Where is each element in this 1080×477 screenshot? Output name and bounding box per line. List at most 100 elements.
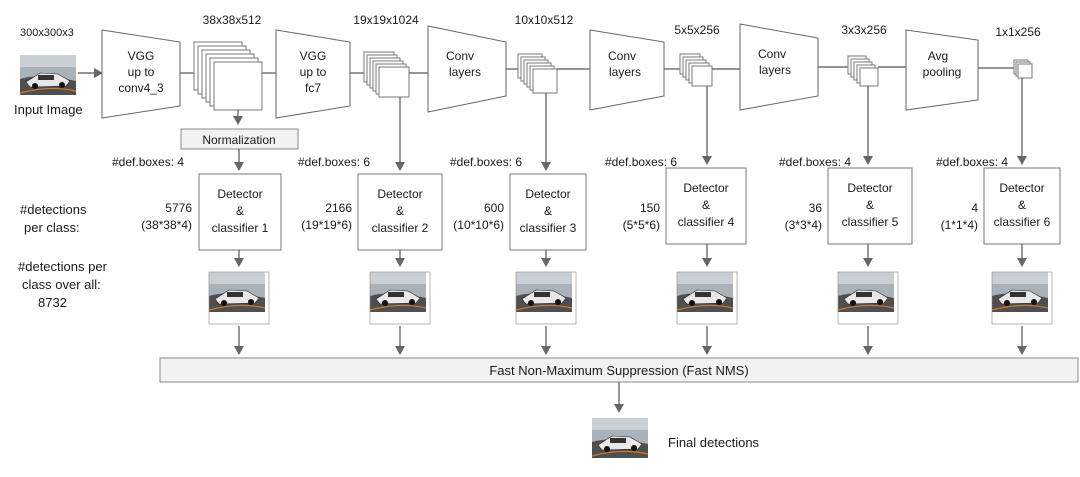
detector-1-line-1: Detector xyxy=(217,187,262,201)
detector-3-line-3: classifier 3 xyxy=(520,221,577,235)
detection-image-frame-4 xyxy=(676,271,738,325)
avg-pooling-block xyxy=(905,29,979,111)
detector-4-line-3: classifier 4 xyxy=(678,215,735,229)
detection-image-frame-6 xyxy=(991,271,1053,325)
feature-map-5 xyxy=(847,55,879,87)
vgg1-line-3: conv4_3 xyxy=(118,81,164,95)
conv3-line-2: layers xyxy=(759,63,791,77)
detection-image-1 xyxy=(208,271,266,313)
conv1-line-2: layers xyxy=(449,65,481,79)
vgg-fc7-block xyxy=(275,29,351,119)
feature-map-3 xyxy=(517,53,558,94)
detections-per-class-label-2: per class: xyxy=(24,220,80,235)
conv1-line-1: Conv xyxy=(446,49,474,63)
detections-count-3: 600 xyxy=(484,201,504,215)
vgg2-line-3: fc7 xyxy=(305,81,321,95)
vgg2-line-2: up to xyxy=(300,65,327,79)
detection-image-3 xyxy=(515,271,573,313)
detection-image-frame-3 xyxy=(515,271,577,325)
conv3-line-1: Conv xyxy=(758,47,786,61)
detection-image-5 xyxy=(837,271,895,313)
detector-3-line-1: Detector xyxy=(525,187,570,201)
detections-formula-6: (1*1*4) xyxy=(941,218,978,232)
feature-size-2: 19x19x1024 xyxy=(353,13,419,27)
feature-size-1: 38x38x512 xyxy=(203,13,262,27)
def-boxes-label-6: #def.boxes: 4 xyxy=(936,155,1008,169)
detector-box-3 xyxy=(509,173,587,251)
detector-3-line-2: & xyxy=(544,204,552,218)
input-image-label: Input Image xyxy=(14,102,83,117)
feature-size-3: 10x10x512 xyxy=(515,13,574,27)
detection-image-6 xyxy=(991,271,1049,313)
detector-2-line-1: Detector xyxy=(377,187,422,201)
detections-formula-5: (3*3*4) xyxy=(785,218,822,232)
detection-image-frame-2 xyxy=(369,271,431,325)
final-detection-image xyxy=(591,417,649,459)
conv2-line-1: Conv xyxy=(608,49,636,63)
def-boxes-label-3: #def.boxes: 6 xyxy=(450,155,522,169)
detector-4-line-2: & xyxy=(702,198,710,212)
detector-5-line-3: classifier 5 xyxy=(842,215,899,229)
detections-count-4: 150 xyxy=(640,201,660,215)
vgg1-line-1: VGG xyxy=(128,49,155,63)
conv-layers-3-block xyxy=(739,23,819,111)
detections-per-class-label-1: #detections xyxy=(20,202,87,217)
detection-image-4 xyxy=(676,271,734,313)
detections-count-1: 5776 xyxy=(165,201,192,215)
def-boxes-label-5: #def.boxes: 4 xyxy=(779,155,851,169)
detector-6-line-3: classifier 6 xyxy=(994,215,1051,229)
feature-map-2 xyxy=(363,51,410,98)
conv-layers-2-block xyxy=(589,29,665,111)
detections-formula-4: (5*5*6) xyxy=(623,218,660,232)
detections-overall-label-1: #detections per xyxy=(18,259,108,274)
input-image xyxy=(19,54,77,96)
final-detections-label: Final detections xyxy=(668,435,760,450)
fast-nms-bar xyxy=(159,357,1079,383)
detection-image-frame-1 xyxy=(208,271,270,325)
detector-4-line-1: Detector xyxy=(683,181,728,195)
detector-box-5 xyxy=(827,167,913,245)
detector-box-4 xyxy=(665,167,747,245)
def-boxes-label-4: #def.boxes: 6 xyxy=(605,155,677,169)
feature-size-6: 1x1x256 xyxy=(995,25,1041,39)
detector-2-line-2: & xyxy=(396,204,404,218)
detections-overall-total: 8732 xyxy=(38,295,67,310)
detector-6-line-2: & xyxy=(1018,198,1026,212)
detections-count-5: 36 xyxy=(809,201,823,215)
feature-map-4 xyxy=(679,53,713,87)
fast-nms-label: Fast Non-Maximum Suppression (Fast NMS) xyxy=(489,363,748,378)
vgg1-line-2: up to xyxy=(128,65,155,79)
conv2-line-2: layers xyxy=(609,65,641,79)
detector-5-line-2: & xyxy=(866,198,874,212)
detector-6-line-1: Detector xyxy=(999,181,1044,195)
detector-1-line-2: & xyxy=(236,204,244,218)
feature-size-5: 3x3x256 xyxy=(841,23,887,37)
detection-image-2 xyxy=(369,271,427,313)
feature-map-6 xyxy=(1013,59,1033,79)
detections-count-2: 2166 xyxy=(325,201,352,215)
detector-columns: #def.boxes: 4 Detector & classifier 1 5776 (3… xyxy=(112,78,1061,355)
detector-1-line-3: classifier 1 xyxy=(212,221,269,235)
def-boxes-label-2: #def.boxes: 6 xyxy=(298,155,370,169)
detections-count-6: 4 xyxy=(971,201,978,215)
detection-image-frame-5 xyxy=(837,271,899,325)
vgg2-line-1: VGG xyxy=(300,49,327,63)
def-boxes-label-1: #def.boxes: 4 xyxy=(112,155,184,169)
detector-box-1 xyxy=(198,173,282,251)
detections-formula-1: (38*38*4) xyxy=(141,218,192,232)
detector-2-line-3: classifier 2 xyxy=(372,221,429,235)
avg-line-2: pooling xyxy=(923,65,962,79)
detections-overall-label-2: class over all: xyxy=(22,277,101,292)
feature-size-4: 5x5x256 xyxy=(674,23,720,37)
feature-map-1 xyxy=(193,41,263,111)
vgg-conv4-3-block xyxy=(101,29,181,119)
avg-line-1: Avg xyxy=(928,49,948,63)
conv-layers-1-block xyxy=(427,25,507,113)
normalization-label: Normalization xyxy=(202,133,275,147)
detections-formula-3: (10*10*6) xyxy=(453,218,504,232)
detector-5-line-1: Detector xyxy=(847,181,892,195)
input-size-label: 300x300x3 xyxy=(20,27,74,39)
detections-formula-2: (19*19*6) xyxy=(301,218,352,232)
